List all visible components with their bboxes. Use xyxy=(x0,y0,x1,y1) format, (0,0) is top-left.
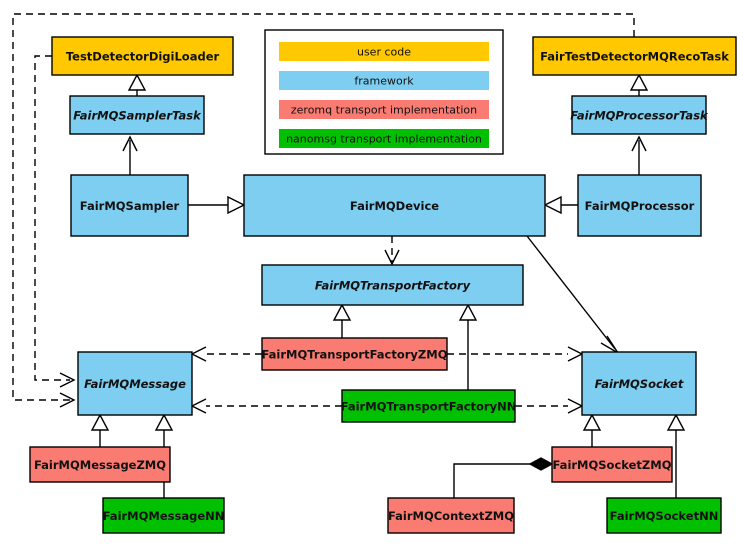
class-node-FairMQSamplerTask[interactable]: FairMQSamplerTask xyxy=(69,95,205,135)
class-label-FairMQMessageZMQ: FairMQMessageZMQ xyxy=(34,458,166,472)
class-node-FairMQSampler[interactable]: FairMQSampler xyxy=(70,174,189,237)
class-node-FairMQProcessor[interactable]: FairMQProcessor xyxy=(577,174,702,237)
edge-factorynn-to-message xyxy=(190,398,342,414)
legend-label-0: user code xyxy=(357,46,411,59)
edge-factoryzmq-to-message xyxy=(190,346,262,362)
class-node-FairTestDetectorMQRecoTask[interactable]: FairTestDetectorMQRecoTask xyxy=(532,36,737,76)
edge-factoryzmq-to-factory xyxy=(332,303,352,338)
class-label-FairMQDevice: FairMQDevice xyxy=(350,199,439,213)
class-label-FairMQSampler: FairMQSampler xyxy=(80,199,180,213)
class-label-FairMQSocketZMQ: FairMQSocketZMQ xyxy=(553,458,672,472)
class-node-FairMQDevice[interactable]: FairMQDevice xyxy=(243,174,546,237)
class-box-TestDetectorDigiLoader[interactable] xyxy=(51,36,234,76)
edge-layer xyxy=(12,13,686,498)
class-node-FairMQTransportFactoryZMQ[interactable]: FairMQTransportFactoryZMQ xyxy=(261,337,448,371)
class-label-FairMQSocket: FairMQSocket xyxy=(595,377,684,391)
class-label-FairMQContextZMQ: FairMQContextZMQ xyxy=(388,509,514,523)
class-label-FairMQTransportFactory: FairMQTransportFactory xyxy=(315,279,471,293)
class-label-FairMQTransportFactoryNN: FairMQTransportFactoryNN xyxy=(341,400,517,414)
legend-swatch-0 xyxy=(279,42,489,61)
class-node-FairMQMessage[interactable]: FairMQMessage xyxy=(77,351,193,416)
class-box-FairMQSampler[interactable] xyxy=(70,174,189,237)
edge-device-to-transportfactory xyxy=(384,236,400,266)
edge-socketnn-to-socket xyxy=(666,413,686,498)
class-node-FairMQTransportFactory[interactable]: FairMQTransportFactory xyxy=(261,264,524,306)
legend-item-0: user code xyxy=(279,42,489,61)
legend-item-3: nanomsg transport implementation xyxy=(279,129,489,148)
legend-label-1: framework xyxy=(354,75,414,88)
legend-label-2: zeromq transport implementation xyxy=(291,104,477,117)
class-node-FairMQProcessorTask[interactable]: FairMQProcessorTask xyxy=(570,95,709,135)
class-box-FairMQTransportFactory[interactable] xyxy=(261,264,524,306)
edge-socketzmq-to-socket xyxy=(582,413,602,447)
class-node-FairMQSocket[interactable]: FairMQSocket xyxy=(581,351,697,416)
class-node-FairMQMessageNN[interactable]: FairMQMessageNN xyxy=(102,497,225,534)
class-box-FairMQSocketNN[interactable] xyxy=(606,497,722,534)
class-box-FairMQSocketZMQ[interactable] xyxy=(551,446,673,483)
legend-swatch-3 xyxy=(279,129,489,148)
class-node-FairMQTransportFactoryNN[interactable]: FairMQTransportFactoryNN xyxy=(341,389,517,423)
class-box-FairMQTransportFactoryNN[interactable] xyxy=(341,389,516,423)
edge-digiloader-to-message xyxy=(34,55,76,388)
edge-factorynn-to-factory xyxy=(458,303,478,390)
edge-device-to-socket xyxy=(526,235,619,354)
edge-samplertask-to-digiloader xyxy=(127,73,147,96)
class-node-TestDetectorDigiLoader[interactable]: TestDetectorDigiLoader xyxy=(51,36,234,76)
class-label-FairMQMessageNN: FairMQMessageNN xyxy=(103,509,225,523)
class-box-FairMQContextZMQ[interactable] xyxy=(387,497,515,534)
class-box-FairMQTransportFactoryZMQ[interactable] xyxy=(261,337,448,371)
edge-processor-to-processortask xyxy=(631,135,647,175)
class-node-FairMQMessageZMQ[interactable]: FairMQMessageZMQ xyxy=(29,446,171,483)
legend-swatch-2 xyxy=(279,100,489,119)
edge-factorynn-to-socket xyxy=(515,398,584,414)
legend-item-1: framework xyxy=(279,71,489,90)
class-node-FairMQContextZMQ[interactable]: FairMQContextZMQ xyxy=(387,497,515,534)
class-box-FairMQMessageZMQ[interactable] xyxy=(29,446,171,483)
edge-processor-to-device xyxy=(543,195,578,215)
class-label-FairMQSamplerTask: FairMQSamplerTask xyxy=(73,109,202,123)
legend-swatch-1 xyxy=(279,71,489,90)
class-box-FairMQMessageNN[interactable] xyxy=(102,497,225,534)
class-label-FairMQTransportFactoryZMQ: FairMQTransportFactoryZMQ xyxy=(261,348,447,362)
legend-label-3: nanomsg transport implementation xyxy=(286,133,482,146)
edge-factoryzmq-to-socket xyxy=(447,346,584,362)
class-label-FairMQProcessorTask: FairMQProcessorTask xyxy=(570,109,709,123)
edge-messagezmq-to-message xyxy=(90,413,110,447)
legend: user code framework zeromq transport imple… xyxy=(264,29,504,155)
class-label-FairMQMessage: FairMQMessage xyxy=(84,377,186,391)
class-label-TestDetectorDigiLoader: TestDetectorDigiLoader xyxy=(66,50,220,64)
class-box-FairTestDetectorMQRecoTask[interactable] xyxy=(532,36,737,76)
node-layer: TestDetectorDigiLoaderFairMQSamplerTaskF… xyxy=(29,36,737,534)
edge-contextzmq-to-socketzmq xyxy=(453,457,554,498)
class-box-FairMQSamplerTask[interactable] xyxy=(69,95,205,135)
class-label-FairTestDetectorMQRecoTask: FairTestDetectorMQRecoTask xyxy=(540,50,729,64)
class-label-FairMQSocketNN: FairMQSocketNN xyxy=(610,509,719,523)
class-node-FairMQSocketNN[interactable]: FairMQSocketNN xyxy=(606,497,722,534)
class-label-FairMQProcessor: FairMQProcessor xyxy=(585,199,695,213)
class-box-FairMQProcessorTask[interactable] xyxy=(571,95,707,135)
class-box-FairMQSocket[interactable] xyxy=(581,351,697,416)
edge-processortask-to-recotask xyxy=(629,73,649,96)
edge-recotask-to-message xyxy=(12,13,635,408)
class-box-FairMQDevice[interactable] xyxy=(243,174,546,237)
legend-item-2: zeromq transport implementation xyxy=(279,100,489,119)
class-box-FairMQMessage[interactable] xyxy=(77,351,193,416)
class-node-FairMQSocketZMQ[interactable]: FairMQSocketZMQ xyxy=(551,446,673,483)
edge-sampler-to-samplertask xyxy=(122,135,138,175)
class-box-FairMQProcessor[interactable] xyxy=(577,174,702,237)
edge-sampler-to-device xyxy=(188,195,246,215)
